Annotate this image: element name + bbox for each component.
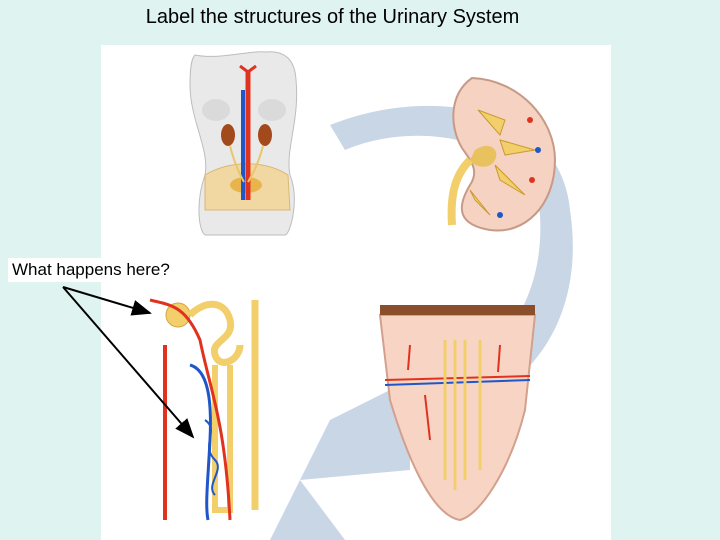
slide-title: Label the structures of the Urinary Syst… xyxy=(145,6,520,28)
nephron-illustration xyxy=(149,298,259,521)
pointer-arrow-glomerulus xyxy=(62,286,152,316)
right-kidney-shape xyxy=(258,124,272,146)
left-kidney-shape xyxy=(221,124,235,146)
torso-illustration xyxy=(189,51,298,236)
pointer-arrow-loop xyxy=(62,286,195,439)
renal-pyramid-section xyxy=(378,305,537,522)
kidney-cross-section xyxy=(447,76,557,232)
question-text: What happens here? xyxy=(8,258,174,282)
ureter-tube xyxy=(447,157,473,226)
